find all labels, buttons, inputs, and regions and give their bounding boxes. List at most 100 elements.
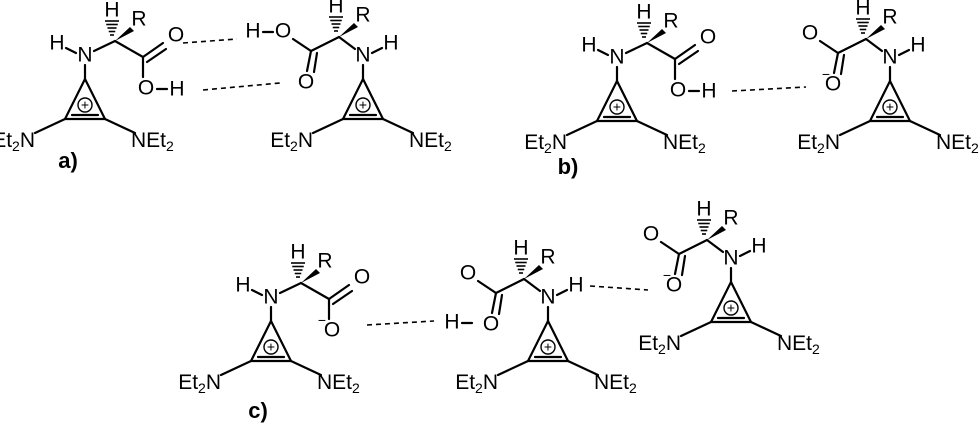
diethylamino-label: NEt2 bbox=[936, 131, 979, 156]
oxygen-top: O bbox=[460, 262, 476, 285]
stereo-hydrogen: H bbox=[636, 1, 651, 24]
hydroxyl-hydrogen: H bbox=[169, 78, 184, 101]
cyclopropene-ring bbox=[709, 279, 753, 324]
ring-n-bond-left bbox=[679, 320, 713, 338]
oxygen-bottom: O bbox=[666, 274, 682, 297]
hydrogen-bond-left bbox=[366, 320, 435, 326]
net-text: NEt bbox=[936, 131, 971, 154]
ring-n-bond-right bbox=[908, 119, 942, 137]
ring-n-bond-right bbox=[749, 320, 783, 338]
amine-nitrogen: N bbox=[540, 286, 555, 309]
oxygen-top: O bbox=[275, 20, 291, 43]
c-c-bond bbox=[299, 281, 331, 301]
positive-charge-circle bbox=[609, 99, 625, 115]
subscript-2: 2 bbox=[444, 138, 452, 154]
et-text: Et bbox=[270, 129, 290, 152]
c-c-bond bbox=[836, 37, 868, 55]
cyclopropene-ring bbox=[249, 318, 293, 363]
negative-charge: − bbox=[822, 66, 830, 82]
positive-charge-circle bbox=[882, 99, 898, 115]
ring-n-bond-left bbox=[33, 117, 67, 135]
cyclopropene-ring bbox=[868, 78, 912, 123]
subscript-2: 2 bbox=[629, 380, 637, 396]
n-text: N bbox=[20, 129, 35, 152]
wedge-bond bbox=[301, 269, 320, 283]
diethylamino-label: NEt2 bbox=[777, 332, 820, 357]
hydroxyl-hydrogen: H bbox=[701, 80, 716, 103]
stereo-hydrogen: H bbox=[513, 237, 528, 260]
subscript-2: 2 bbox=[198, 380, 206, 396]
carbonyl-bond bbox=[490, 291, 498, 315]
hydroxyl-oxygen: O bbox=[670, 79, 686, 102]
carbonyl-bond bbox=[327, 283, 351, 301]
net-text: NEt bbox=[409, 129, 444, 152]
carbonyl-bond bbox=[673, 43, 697, 61]
net-text: NEt bbox=[317, 371, 352, 394]
diethylamino-label: NEt2 bbox=[317, 371, 360, 396]
ring-n-bond-right bbox=[635, 119, 669, 137]
ring-n-bond-left bbox=[496, 359, 530, 377]
c-o-bond bbox=[659, 240, 681, 256]
c-c-bond bbox=[645, 41, 677, 61]
net-text: NEt bbox=[594, 371, 629, 394]
n-text: N bbox=[483, 371, 498, 394]
plus-sign: + bbox=[613, 99, 621, 115]
amine-nitrogen: N bbox=[77, 44, 92, 67]
n-c-bond bbox=[705, 238, 725, 254]
panel-label: c) bbox=[248, 398, 268, 423]
amine-hydrogen: H bbox=[751, 235, 766, 258]
amine-hydrogen: H bbox=[581, 34, 596, 57]
plus-sign: + bbox=[359, 97, 367, 113]
carbonyl-oxygen: O bbox=[700, 26, 716, 49]
amine-hydrogen: H bbox=[235, 274, 250, 297]
subscript-2: 2 bbox=[352, 380, 360, 396]
n-text: N bbox=[666, 332, 681, 355]
ring-n-bond-left bbox=[565, 119, 599, 137]
nh-bond bbox=[555, 288, 569, 297]
diethylamino-label: Et2N bbox=[0, 129, 35, 154]
wedge-bond bbox=[647, 29, 666, 43]
plus-sign: + bbox=[544, 339, 552, 355]
plus-sign: + bbox=[81, 97, 89, 113]
subscript-2: 2 bbox=[817, 140, 825, 156]
oxygen-top: O bbox=[802, 22, 818, 45]
nh-bond bbox=[596, 48, 610, 57]
n-c-bond bbox=[522, 277, 542, 293]
r-group: R bbox=[131, 8, 146, 31]
ring-n-bond-left bbox=[311, 117, 345, 135]
amine-nitrogen: N bbox=[609, 46, 624, 69]
subscript-2: 2 bbox=[166, 138, 174, 154]
positive-charge-circle bbox=[77, 97, 93, 113]
carbonyl-bond bbox=[141, 41, 165, 59]
stereo-hydrogen: H bbox=[104, 0, 119, 22]
net-text: NEt bbox=[777, 332, 812, 355]
nh-bond bbox=[738, 249, 752, 258]
plus-sign: + bbox=[886, 99, 894, 115]
subscript-2: 2 bbox=[971, 140, 979, 156]
r-group: R bbox=[317, 250, 332, 273]
subscript-2: 2 bbox=[475, 380, 483, 396]
hydroxyl-hydrogen: H bbox=[245, 20, 260, 43]
negative-charge: − bbox=[318, 312, 326, 328]
positive-charge-circle bbox=[355, 97, 371, 113]
nh-bond bbox=[370, 46, 384, 55]
et-text: Et bbox=[524, 131, 544, 154]
c-o-bond bbox=[818, 39, 840, 55]
hydroxyl-hydrogen: H bbox=[444, 311, 459, 334]
stereo-hydrogen: H bbox=[696, 198, 711, 221]
carbonyl-bond bbox=[832, 51, 840, 75]
et-text: Et bbox=[638, 332, 658, 355]
carbonyl-double-bond bbox=[497, 293, 504, 316]
amine-nitrogen: N bbox=[723, 247, 738, 270]
amine-nitrogen: N bbox=[263, 286, 278, 309]
carbonyl-bond bbox=[305, 49, 313, 73]
n-text: N bbox=[206, 371, 221, 394]
hydrogen-bond bbox=[731, 86, 807, 92]
nh-bond bbox=[897, 48, 911, 57]
n-c-bond bbox=[864, 37, 884, 53]
et-text: Et bbox=[455, 371, 475, 394]
positive-charge-circle bbox=[723, 300, 739, 316]
